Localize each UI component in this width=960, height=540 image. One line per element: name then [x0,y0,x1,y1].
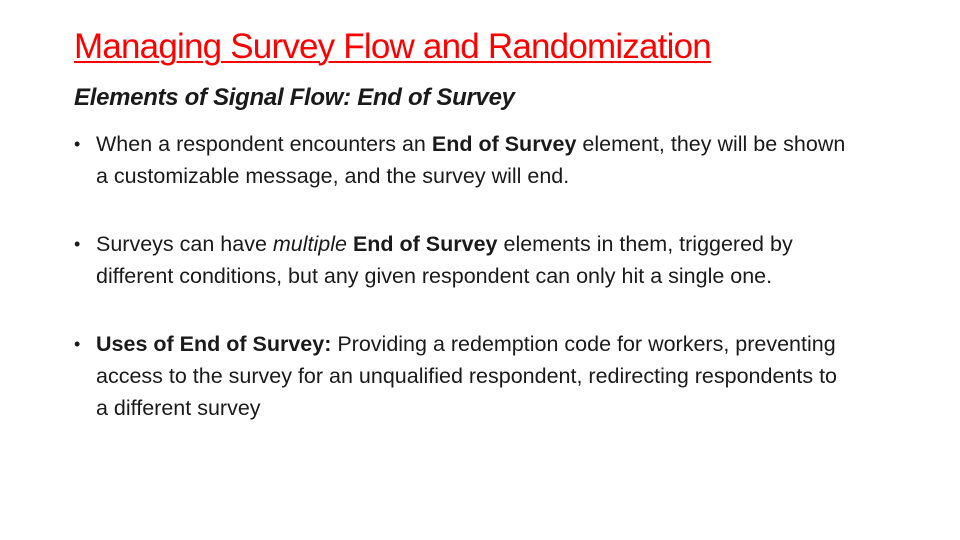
bullet-item-uses-of-end-of-survey: • Uses of End of Survey: Providing a rede… [74,328,854,424]
bullet-bold-term: Uses of End of Survey: [96,332,332,356]
bullet-bold-term: End of Survey [431,132,577,156]
bullet-text: Surveys can have [96,232,273,256]
bullet-text: When a respondent encounters an [96,132,432,156]
bullet-dot-icon: • [74,134,81,154]
bullet-dot-icon: • [74,334,81,354]
bullet-text: Providing a redemption code for workers,… [96,332,838,420]
bullet-item-end-of-survey-message: • When a respondent encounters an End of … [74,128,854,192]
bullet-dot-icon: • [74,234,81,254]
slide-subtitle: Elements of Signal Flow: End of Survey [74,84,515,111]
bullet-item-multiple-end-of-survey: • Surveys can have multiple End of Survey… [74,228,854,292]
bullet-text: elements in them, triggered by different… [96,232,793,288]
bullet-text: element, they will be shown a customizab… [96,132,846,188]
bullet-italic-term: multiple [272,232,347,256]
bullet-bold-term: End of Survey [352,232,498,256]
bullet-list: • When a respondent encounters an End of … [74,128,854,460]
slide-title: Managing Survey Flow and Randomization [74,27,712,66]
